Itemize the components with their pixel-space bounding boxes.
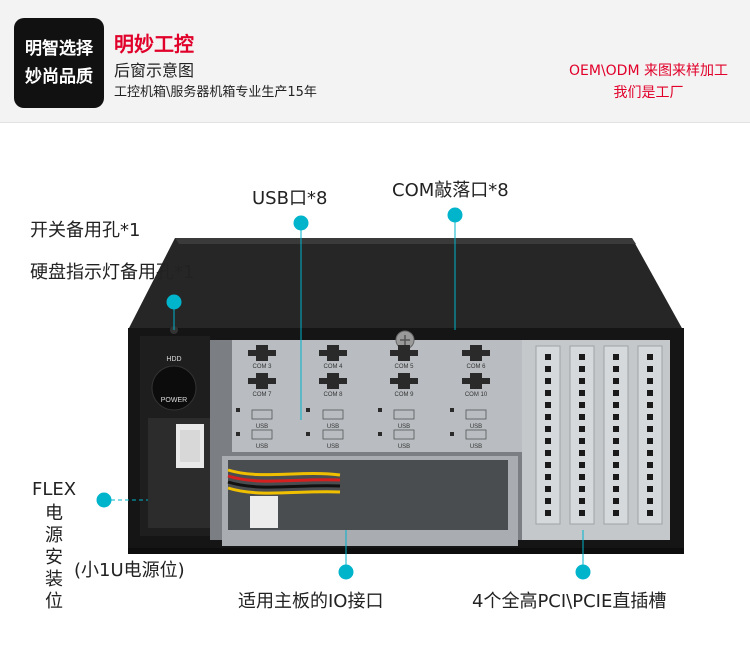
io-marker [338, 564, 354, 580]
com-knockouts: COM 3 COM 4 COM 5 COM 6 COM 7 COM 8 COM 9 COM 1… [236, 345, 490, 450]
vent-hole [378, 432, 382, 436]
oem-line-1: OEM\ODM 来图来样加工 [569, 63, 728, 79]
com-port-label: COM 6 [466, 364, 486, 370]
usb-port-label: USB [256, 424, 268, 430]
hdd-text: HDD [166, 356, 181, 363]
page-subtitle: 后窗示意图 [114, 61, 195, 80]
usb-cutout [465, 429, 487, 440]
com-knockout [462, 345, 490, 361]
psu-note-label: (小1U电源位) [74, 560, 185, 581]
com-port-label: COM 5 [394, 364, 414, 370]
com-knockout [390, 345, 418, 361]
psu-vertical-label: 电源安装位 [45, 503, 63, 612]
vent-hole [450, 408, 454, 412]
com-port-label: COM 9 [394, 392, 414, 398]
com-marker [447, 207, 463, 223]
com-knockout [248, 345, 276, 361]
usb-port-label: USB [470, 424, 482, 430]
usb-cutout [393, 409, 415, 420]
com-callout-label: COM敲落口*8 [392, 180, 509, 201]
vent-hole [378, 408, 382, 412]
pci-slot-cover [535, 345, 561, 525]
power-connector [250, 496, 278, 528]
usb-port-label: USB [256, 444, 268, 450]
header-banner: 明智选择 妙尚品质 明妙工控 后窗示意图 工控机箱\服务器机箱专业生产15年 O… [0, 0, 750, 123]
usb-callout-label: USB口*8 [252, 188, 328, 209]
com-knockout [248, 373, 276, 389]
vent-hole [306, 408, 310, 412]
com-port-label: COM 7 [252, 392, 272, 398]
oem-notice: OEM\ODM 来图来样加工 我们是工厂 [569, 60, 728, 104]
vent-hole [306, 432, 310, 436]
com-knockout [319, 373, 347, 389]
com-port-label: COM 8 [323, 392, 343, 398]
com-knockout [319, 345, 347, 361]
usb-cutout [322, 409, 344, 420]
usb-cutout [465, 409, 487, 420]
usb-cutout [393, 429, 415, 440]
pci-slot-cover [637, 345, 663, 525]
pci-slot-cover [603, 345, 629, 525]
pci-slots [535, 345, 663, 525]
pci-slot-cover [569, 345, 595, 525]
flex-marker [96, 492, 112, 508]
vent-hole [236, 432, 240, 436]
flex-callout-label: FLEX [32, 479, 77, 500]
usb-cutout [251, 429, 273, 440]
chassis-top [128, 238, 683, 330]
usb-port-label: USB [470, 444, 482, 450]
brand-name: 明妙工控 [114, 32, 194, 56]
switch-marker [166, 294, 182, 310]
com-knockout [462, 373, 490, 389]
badge-line-2: 妙尚品质 [25, 67, 93, 87]
usb-port-label: USB [398, 424, 410, 430]
io-callout-label: 适用主板的IO接口 [238, 591, 384, 612]
usb-port-label: USB [327, 424, 339, 430]
com-knockout [390, 373, 418, 389]
oem-line-2: 我们是工厂 [613, 85, 684, 101]
com-port-label: COM 10 [465, 392, 488, 398]
usb-marker [293, 215, 309, 231]
usb-port-label: USB [327, 444, 339, 450]
switch-callout-label: 开关备用孔*1 [30, 220, 141, 241]
com-port-label: COM 4 [323, 364, 343, 370]
brand-badge: 明智选择 妙尚品质 [14, 18, 104, 108]
pci-callout-label: 4个全高PCI\PCIE直插槽 [472, 591, 667, 612]
hdd-led-callout-label: 硬盘指示灯备用孔*1 [30, 262, 195, 283]
badge-line-1: 明智选择 [25, 39, 93, 59]
usb-cutout [251, 409, 273, 420]
vent-hole [236, 408, 240, 412]
usb-port-label: USB [398, 444, 410, 450]
vent-hole [450, 432, 454, 436]
power-switch-hole [151, 365, 197, 411]
power-text: POWER [161, 397, 187, 404]
pci-marker [575, 564, 591, 580]
usb-cutout [322, 429, 344, 440]
company-description: 工控机箱\服务器机箱专业生产15年 [114, 85, 317, 100]
com-port-label: COM 3 [252, 364, 272, 370]
